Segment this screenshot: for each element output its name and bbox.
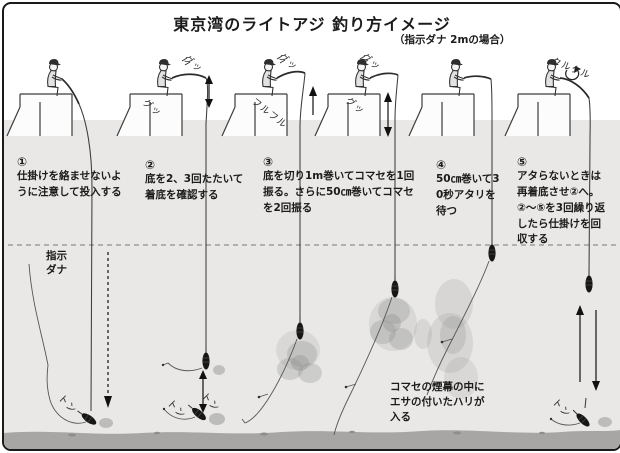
step-2-number: ② xyxy=(145,158,156,172)
fishing-rods xyxy=(61,70,590,105)
hooks xyxy=(161,340,553,421)
page-title: 東京湾のライトアジ 釣り方イメージ xyxy=(173,15,451,34)
step-5-text: アタらないときは再着底させ②へ。②〜⑤を3回繰り返したら仕掛けを回収する xyxy=(517,170,606,246)
step-3-number: ③ xyxy=(263,155,274,169)
step-1-number: ① xyxy=(17,155,28,169)
tana-label-line2: ダナ xyxy=(46,264,67,277)
step-2-caption: ② 底を2、3回たたいて着底を確認する xyxy=(145,158,251,204)
chum-note: コマセの煙幕の中にエサの付いたハリが入る xyxy=(390,381,485,424)
scene-illustration xyxy=(4,55,620,449)
chum-clouds xyxy=(99,279,612,428)
seafloor xyxy=(4,430,620,449)
step-4-number: ④ xyxy=(436,158,447,172)
step-3-text: 底を切り1m巻いてコマセを1回振る。さらに50㎝巻いてコマセを2回振る xyxy=(263,170,415,214)
step-4-caption: ④ 50㎝巻いて30秒アタリを待つ xyxy=(436,158,504,220)
motion-arrows xyxy=(104,75,600,413)
tana-label: 指示 ダナ xyxy=(46,249,67,277)
subtitle-tana-note: （指示ダナ 2mの場合） xyxy=(394,34,511,46)
hook-leaders xyxy=(28,260,581,436)
step-1-text: 仕掛けを絡ませないように注意して投入する xyxy=(17,170,122,199)
water xyxy=(4,120,620,449)
step-5-caption: ⑤ アタらないときは再着底させ②へ。②〜⑤を3回繰り返したら仕掛けを回収する xyxy=(517,155,609,248)
step-5-number: ⑤ xyxy=(517,155,528,169)
step-2-text: 底を2、3回たたいて着底を確認する xyxy=(145,173,244,202)
step-3-caption: ③ 底を切り1m巻いてコマセを1回振る。さらに50㎝巻いてコマセを2回振る xyxy=(263,155,415,217)
tana-label-line1: 指示 xyxy=(46,250,67,262)
step-1-caption: ① 仕掛けを絡ませないように注意して投入する xyxy=(17,155,123,201)
step-4-text: 50㎝巻いて30秒アタリを待つ xyxy=(436,173,500,217)
